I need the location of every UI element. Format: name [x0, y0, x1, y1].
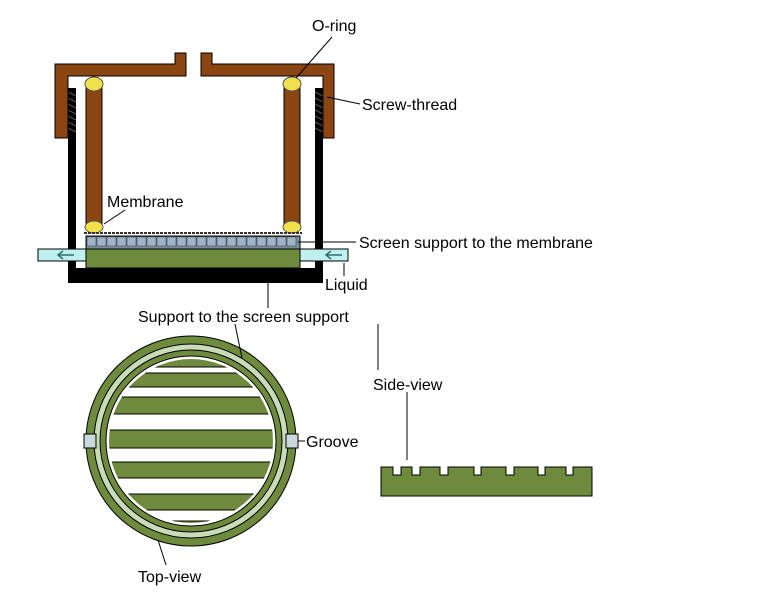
top-view [83, 335, 299, 547]
lid-left [54, 52, 187, 139]
groove-right [285, 433, 299, 449]
screen-tile [136, 236, 147, 247]
lid-right [200, 52, 335, 139]
label-side-view: Side-view [373, 377, 443, 394]
label-support-to-screen-support: Support to the screen support [138, 309, 349, 326]
screen-support-tiles [86, 236, 297, 247]
support-plate [85, 248, 301, 269]
support-bars [109, 359, 273, 523]
side-view-plate [380, 466, 593, 497]
screw-thread-left [67, 91, 77, 133]
screen-tile [206, 236, 217, 247]
screen-tile [266, 236, 277, 247]
o-ring-bottom-right [282, 220, 302, 234]
support-bar [109, 396, 273, 415]
screen-tile [166, 236, 177, 247]
screen-tile [96, 236, 107, 247]
leader-lines [103, 36, 408, 566]
label-screen-support: Screen support to the membrane [359, 235, 593, 252]
screen-tile [156, 236, 167, 247]
support-bar [109, 429, 273, 449]
screen-tile [236, 236, 247, 247]
arrow-left-icon [56, 250, 74, 260]
support-bar [109, 493, 273, 511]
label-o-ring: O-ring [312, 18, 356, 35]
support-bar [109, 372, 273, 388]
groove-left [83, 433, 97, 449]
o-ring-top-right [282, 76, 302, 92]
arrow-left-icon [324, 250, 342, 260]
screen-tile [246, 236, 257, 247]
screen-tile [216, 236, 227, 247]
label-screw-thread: Screw-thread [362, 97, 457, 114]
label-top-view: Top-view [138, 569, 202, 586]
inner-wall-right [283, 85, 301, 227]
inner-wall-left [85, 85, 103, 227]
screen-tile [226, 236, 237, 247]
screen-tile [106, 236, 117, 247]
screen-tile [116, 236, 127, 247]
screen-tile [126, 236, 137, 247]
screen-tile [196, 236, 207, 247]
screen-tile [146, 236, 157, 247]
o-ring-top-left [84, 76, 104, 92]
screen-tile [256, 236, 267, 247]
support-bar [109, 461, 273, 479]
label-groove: Groove [306, 434, 359, 451]
label-membrane: Membrane [107, 194, 184, 211]
screen-tile [86, 236, 97, 247]
label-liquid: Liquid [325, 277, 368, 294]
support-bar [109, 359, 273, 368]
screen-tile [286, 236, 297, 247]
screen-tile [186, 236, 197, 247]
screen-tile [276, 236, 287, 247]
screen-tile [176, 236, 187, 247]
screw-thread-right [314, 91, 324, 133]
support-bar [109, 520, 273, 523]
o-ring-bottom-left [84, 220, 104, 234]
filter-holder-cross-section [37, 52, 349, 283]
